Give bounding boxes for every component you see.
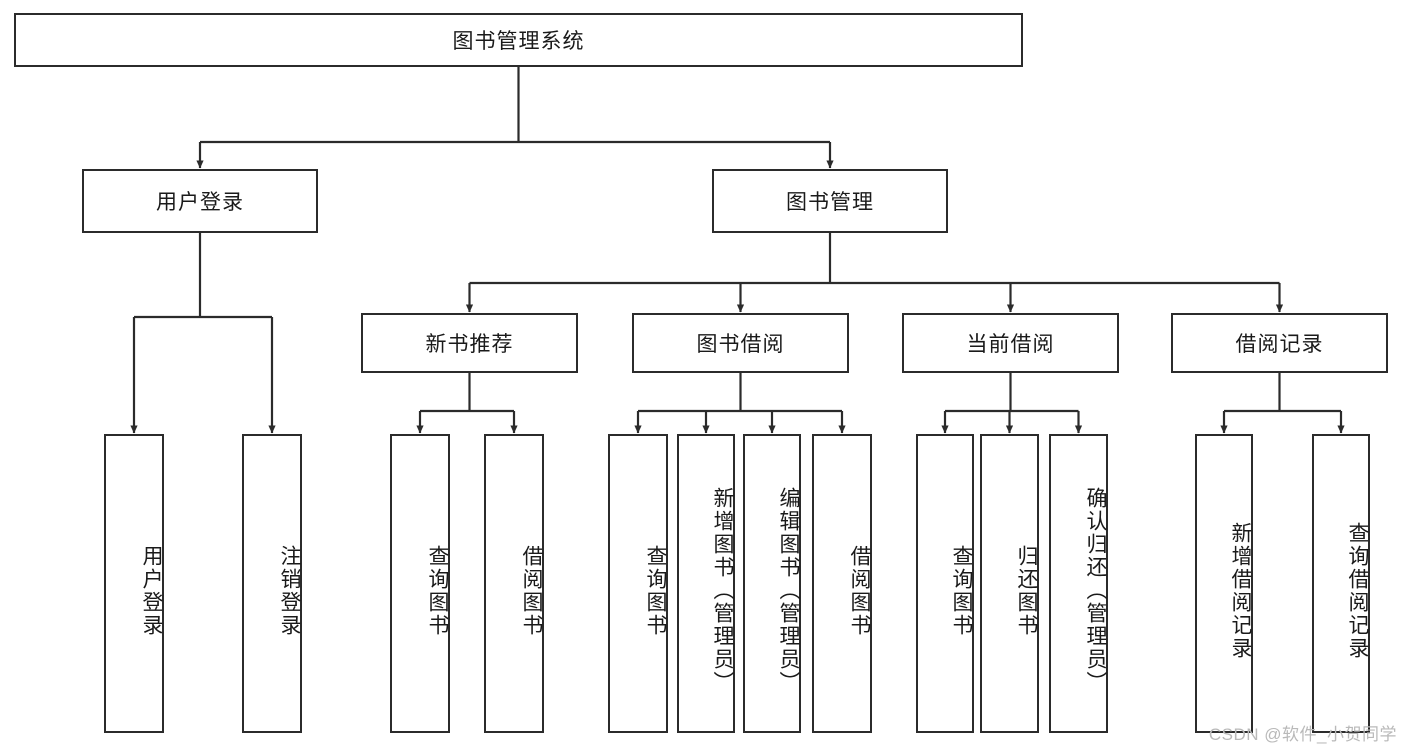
node-l3-borrow-record: 借阅记录: [1171, 313, 1388, 373]
node-l4-borrow-book-a: 借阅图书: [484, 434, 544, 733]
node-l3-current-borrow: 当前借阅: [902, 313, 1119, 373]
node-label: 编辑图书（管理员）: [777, 487, 800, 694]
node-l4-add-record: 新增借阅记录: [1195, 434, 1253, 733]
node-label: 查询图书: [426, 544, 449, 637]
node-l2-user-login: 用户登录: [82, 169, 318, 233]
node-label: 注销登录: [278, 544, 301, 637]
node-label: 借阅图书: [520, 544, 543, 637]
node-label: 查询借阅记录: [1346, 521, 1369, 660]
node-label: 用户登录: [140, 544, 163, 637]
node-l4-return-book: 归还图书: [980, 434, 1039, 733]
node-label: 查询图书: [950, 544, 973, 637]
node-root: 图书管理系统: [14, 13, 1023, 67]
node-label: 借阅图书: [848, 544, 871, 637]
node-label: 归还图书: [1015, 544, 1038, 637]
node-label: 图书借阅: [696, 333, 785, 356]
node-l2-book-mgmt: 图书管理: [712, 169, 948, 233]
node-label: 确认归还（管理员）: [1084, 487, 1107, 694]
node-label: 查询图书: [644, 544, 667, 637]
node-l3-book-borrow: 图书借阅: [632, 313, 849, 373]
node-l4-user-login: 用户登录: [104, 434, 164, 733]
node-l4-query-book-a: 查询图书: [390, 434, 450, 733]
node-l4-logout: 注销登录: [242, 434, 302, 733]
node-label: 新增图书（管理员）: [711, 487, 734, 694]
node-label: 用户登录: [156, 191, 244, 214]
node-label: 当前借阅: [966, 333, 1055, 356]
node-label: 图书管理系统: [452, 30, 585, 53]
node-label: 借阅记录: [1235, 333, 1324, 356]
node-l4-add-book: 新增图书（管理员）: [677, 434, 735, 733]
node-l4-query-book-c: 查询图书: [916, 434, 974, 733]
node-l3-new-book-rec: 新书推荐: [361, 313, 578, 373]
node-l4-confirm-return: 确认归还（管理员）: [1049, 434, 1108, 733]
node-label: 图书管理: [786, 191, 874, 214]
node-l4-query-book-b: 查询图书: [608, 434, 668, 733]
node-l4-edit-book: 编辑图书（管理员）: [743, 434, 801, 733]
node-l4-query-record: 查询借阅记录: [1312, 434, 1370, 733]
node-label: 新书推荐: [425, 333, 514, 356]
watermark-label: CSDN @软件_小贺同学: [1208, 725, 1397, 744]
node-label: 新增借阅记录: [1229, 521, 1252, 660]
node-l4-borrow-book-b: 借阅图书: [812, 434, 872, 733]
